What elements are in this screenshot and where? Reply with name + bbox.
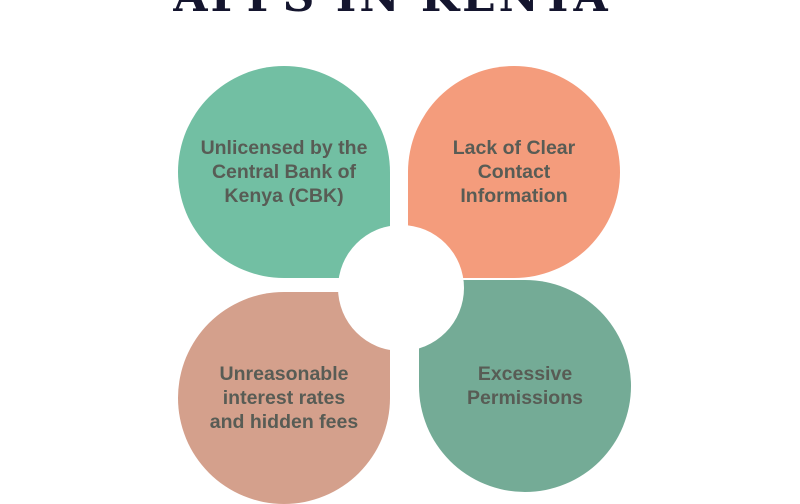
- petal-label: Unlicensed by the Central Bank of Kenya …: [200, 137, 368, 207]
- petal-label: Unreasonable interest rates and hidden f…: [209, 363, 359, 433]
- petal-unlicensed: Unlicensed by the Central Bank of Kenya …: [178, 66, 390, 278]
- title: APPS IN KENYA: [0, 0, 784, 21]
- petal-label: Excessive Permissions: [467, 363, 583, 409]
- petal-label: Lack of Clear Contact Information: [452, 137, 576, 207]
- center-circle: [338, 225, 464, 351]
